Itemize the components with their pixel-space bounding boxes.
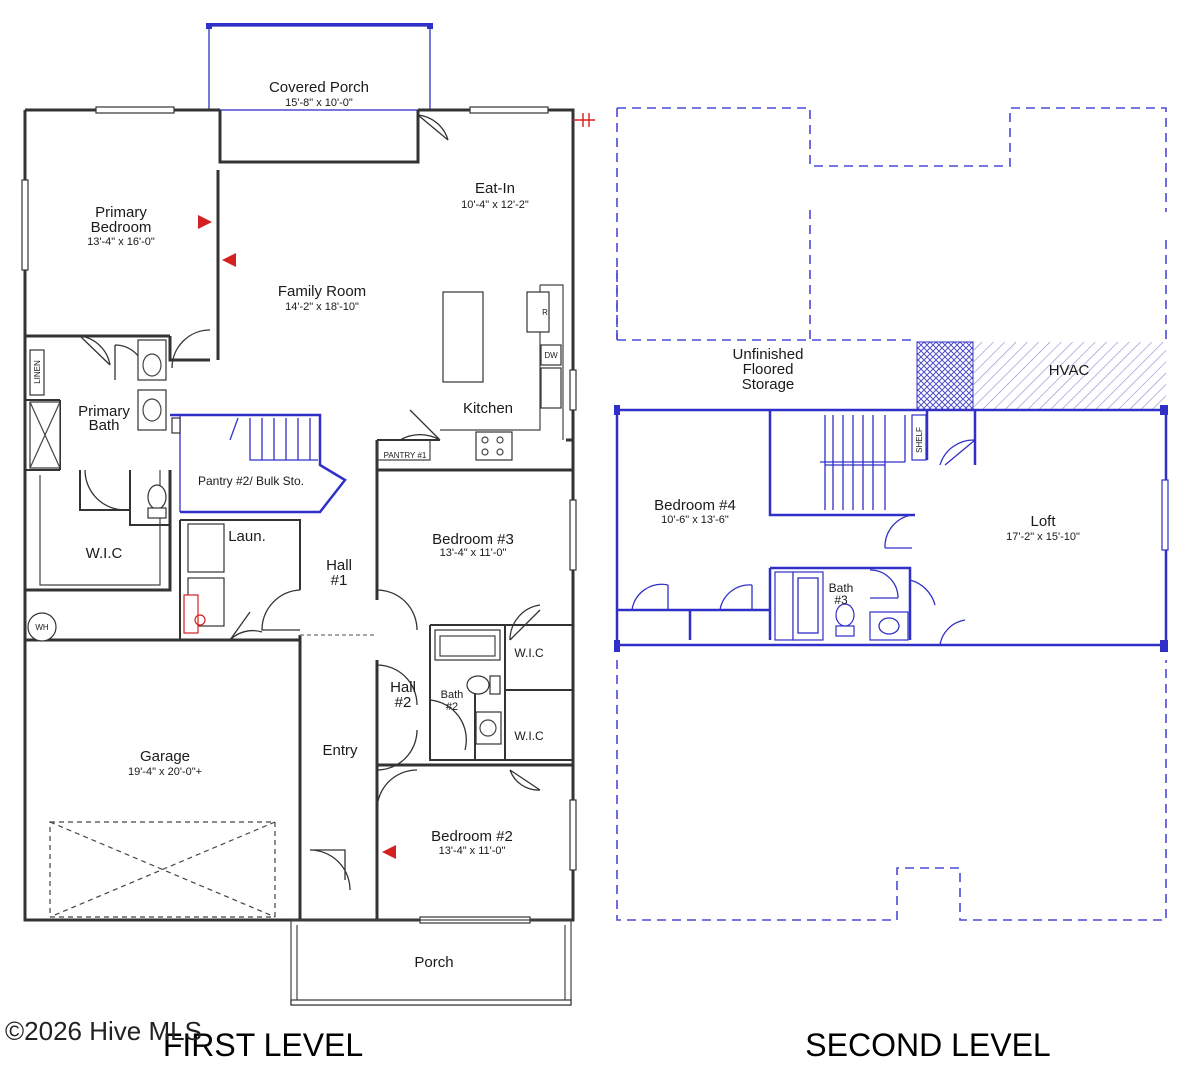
doors xyxy=(79,114,541,891)
hvac-label: HVAC xyxy=(1049,362,1090,379)
wic-primary-label: W.I.C xyxy=(86,545,123,562)
storage-label-2: Floored xyxy=(743,361,794,378)
second-level-plan xyxy=(614,107,1169,921)
linen-label: LINEN xyxy=(33,360,42,384)
wic-b2-label: W.I.C xyxy=(514,729,544,743)
primary-bedroom-dims: 13'-4" x 16'-0" xyxy=(87,236,155,248)
bedroom3-label: Bedroom #3 xyxy=(432,531,514,548)
entry-label: Entry xyxy=(322,742,358,759)
range xyxy=(475,431,513,461)
bedroom2-dims: 13'-4" x 11'-0" xyxy=(439,845,506,857)
hall1-label-1: Hall xyxy=(326,557,352,574)
primary-bath-label-1: Primary xyxy=(78,403,130,420)
loft-dims: 17'-2" x 15'-10" xyxy=(1006,531,1080,543)
kitchen-island xyxy=(442,291,484,383)
shelf-label: SHELF xyxy=(915,427,924,453)
kitchen-label: Kitchen xyxy=(463,400,513,417)
pantry1-label: PANTRY #1 xyxy=(384,451,427,460)
electrical-markers xyxy=(198,113,595,859)
front-porch-structure xyxy=(290,919,572,1006)
second-level-title: SECOND LEVEL xyxy=(805,1027,1050,1063)
hall2-label-2: #2 xyxy=(395,694,412,711)
bedroom4-label: Bedroom #4 xyxy=(654,497,736,514)
porch-label: Porch xyxy=(414,954,453,971)
loft-label: Loft xyxy=(1030,513,1056,530)
pantry2-label: Pantry #2/ Bulk Sto. xyxy=(198,474,304,488)
first-level-labels: Covered Porch 15'-8" x 10'-0" Eat-In 10'… xyxy=(33,79,558,971)
bath2-label-1: Bath xyxy=(441,689,464,701)
hall1-label-2: #1 xyxy=(331,572,348,589)
wic-b3-label: W.I.C xyxy=(514,646,544,660)
family-room-label: Family Room xyxy=(278,283,366,300)
hall2-label-1: Hall xyxy=(390,679,416,696)
bedroom3-dims: 13'-4" x 11'-0" xyxy=(440,547,507,559)
bath2-label-2: #2 xyxy=(446,701,458,713)
dishwasher-label: DW xyxy=(544,351,558,360)
refrigerator xyxy=(526,291,550,333)
interior-walls xyxy=(25,170,573,920)
laundry-label: Laun. xyxy=(228,528,266,545)
water-heater-label: WH xyxy=(35,623,49,632)
covered-porch-dims: 15'-8" x 10'-0" xyxy=(285,97,353,109)
eat-in-label: Eat-In xyxy=(475,180,515,197)
bath3-label-2: #3 xyxy=(834,593,848,607)
second-level-labels: Unfinished Floored Storage HVAC Bedroom … xyxy=(654,346,1089,607)
first-level-plan xyxy=(21,23,595,1006)
eat-in-dims: 10'-4" x 12'-2" xyxy=(461,199,529,211)
watermark: ©2026 Hive MLS xyxy=(5,1016,202,1046)
covered-porch-label: Covered Porch xyxy=(269,79,369,96)
first-level-title: FIRST LEVEL xyxy=(163,1027,363,1063)
fixtures xyxy=(27,291,562,745)
garage-door xyxy=(49,821,276,918)
storage-label-1: Unfinished xyxy=(733,346,804,363)
bedroom2-label: Bedroom #2 xyxy=(431,828,513,845)
covered-porch-structure xyxy=(206,23,433,164)
primary-bedroom-label-2: Bedroom xyxy=(91,219,152,236)
garage-label: Garage xyxy=(140,748,190,765)
primary-bath-label-2: Bath xyxy=(89,417,120,434)
primary-bedroom-label-1: Primary xyxy=(95,204,147,221)
garage-dims: 19'-4" x 20'-0"+ xyxy=(128,766,202,778)
family-room-dims: 14'-2" x 18'-10" xyxy=(285,301,359,313)
stairs-first-level xyxy=(229,417,318,461)
bath3-label-1: Bath xyxy=(829,581,854,595)
bedroom4-dims: 10'-6" x 13'-6" xyxy=(661,514,729,526)
storage-label-3: Storage xyxy=(742,376,795,393)
refrigerator-label: R xyxy=(542,308,548,317)
